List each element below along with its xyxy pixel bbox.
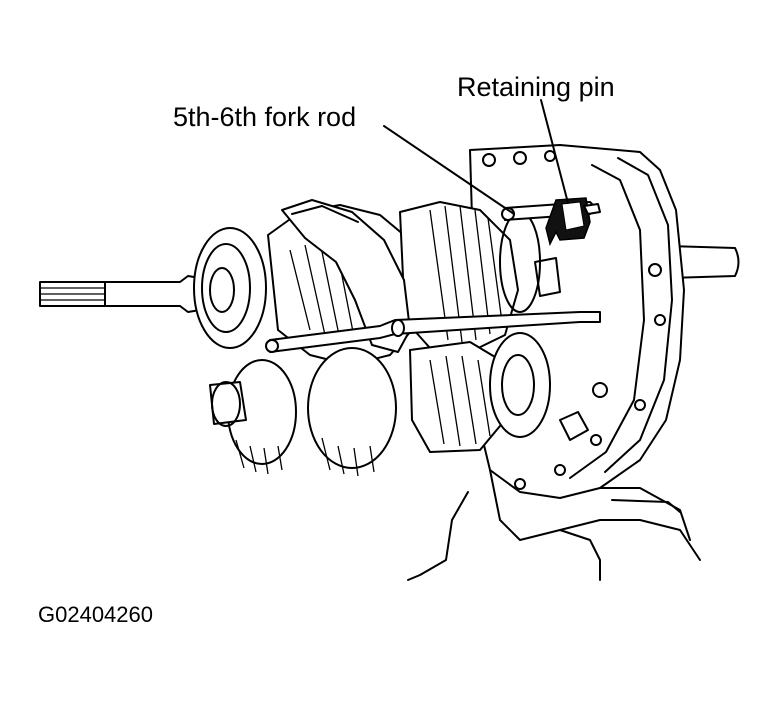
- retaining-pin-block: [545, 197, 601, 247]
- retaining-pin-label: Retaining pin: [457, 72, 615, 102]
- retaining-pin-leader: [540, 99, 569, 204]
- leader-lines: [383, 99, 569, 215]
- shift-fork: [281, 199, 411, 353]
- fork-rod-label: 5th-6th fork rod: [173, 102, 357, 132]
- input-shaft: [39, 275, 201, 313]
- front-bearing: [193, 227, 267, 349]
- counter-gear-stack: [209, 332, 551, 477]
- holding-fixture: [407, 469, 701, 581]
- output-shaft: [667, 245, 740, 279]
- fork-rod-leader: [383, 125, 515, 215]
- figure-id: G02404260: [38, 602, 153, 627]
